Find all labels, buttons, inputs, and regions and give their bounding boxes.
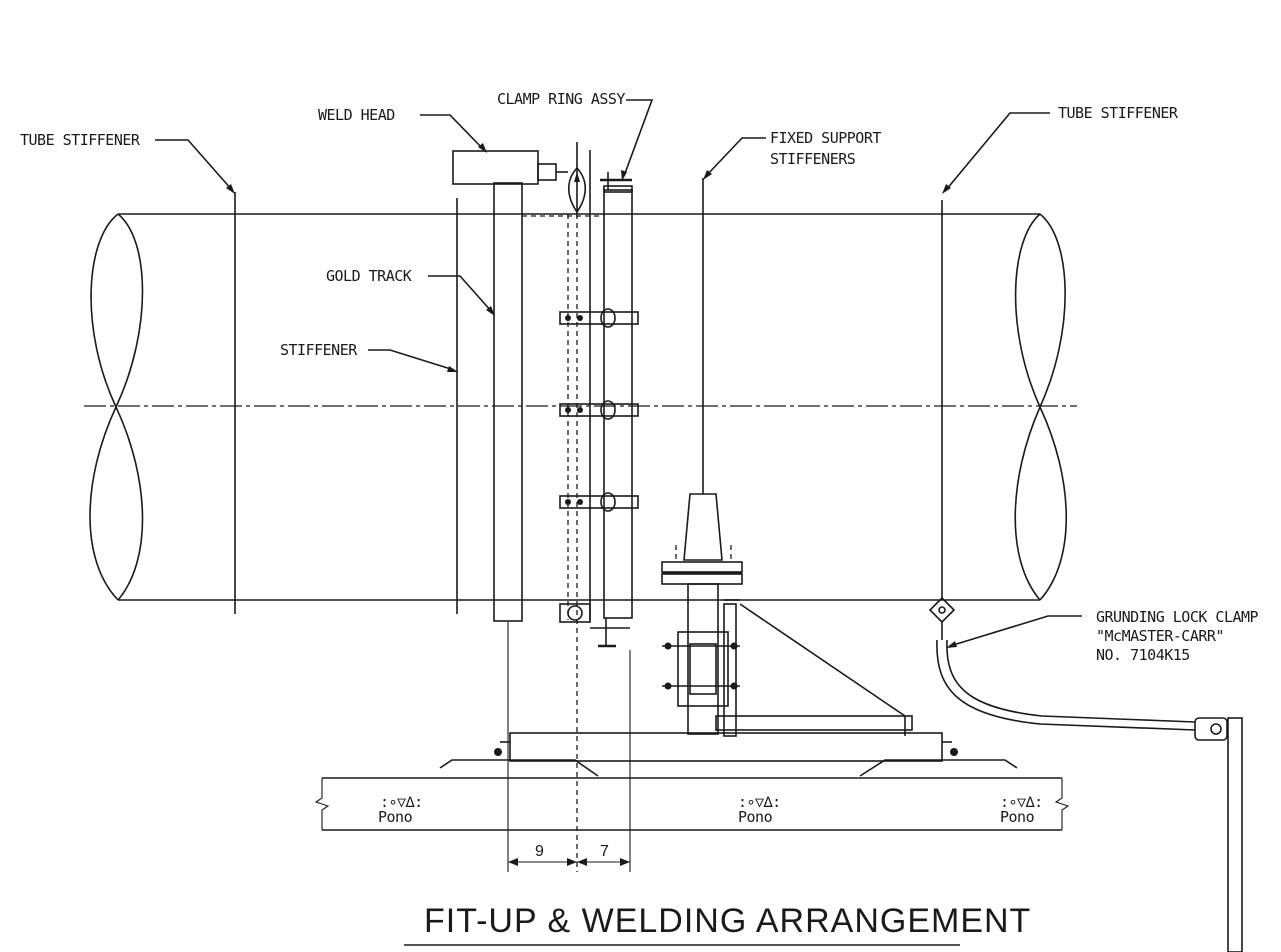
label-mcmaster-carr: "McMASTER-CARR" <box>1096 627 1224 645</box>
dimension-7: 7 <box>600 843 609 860</box>
clamp-bolt-3 <box>559 492 639 512</box>
concrete-mark-2: :∘▽∆: Pono <box>738 793 781 826</box>
gold-track <box>493 182 523 622</box>
grounding-lock-clamp <box>928 596 1243 952</box>
label-fixed-support: FIXED SUPPORT <box>770 129 881 147</box>
base-plate <box>439 732 1018 777</box>
label-clamp-ring-assy: CLAMP RING ASSY <box>497 90 625 108</box>
clamp-bolt-1 <box>559 308 639 328</box>
concrete-slab: :∘▽∆: Pono :∘▽∆: Pono :∘▽∆: Pono <box>314 777 1070 831</box>
svg-text:Pono: Pono <box>1000 808 1035 826</box>
label-stiffener: STIFFENER <box>280 341 358 359</box>
label-fixed-support-stiffeners: STIFFENERS <box>770 150 856 168</box>
svg-text::∘▽∆:: :∘▽∆: <box>1000 793 1043 811</box>
svg-text:Pono: Pono <box>738 808 773 826</box>
clamp-ring-assembly <box>559 150 639 648</box>
fixed-support <box>661 178 913 737</box>
clamp-bolt-2 <box>559 400 639 420</box>
svg-text::∘▽∆:: :∘▽∆: <box>380 793 423 811</box>
dimension-lines: 9 7 <box>507 622 631 872</box>
drawing-title: FIT-UP & WELDING ARRANGEMENT <box>424 902 1031 940</box>
label-tube-stiffener-left: TUBE STIFFENER <box>20 131 141 149</box>
label-gold-track: GOLD TRACK <box>326 267 412 285</box>
label-weld-head: WELD HEAD <box>318 106 395 124</box>
concrete-mark-3: :∘▽∆: Pono <box>1000 793 1043 826</box>
pipe <box>84 213 1077 601</box>
label-tube-stiffener-right: TUBE STIFFENER <box>1058 104 1179 122</box>
dimension-9: 9 <box>535 843 544 860</box>
weld-head <box>452 142 587 214</box>
label-part-number: NO. 7104K15 <box>1096 646 1190 664</box>
label-grounding-lock-clamp: GRUNDING LOCK CLAMP <box>1096 608 1259 626</box>
concrete-mark-1: :∘▽∆: Pono <box>378 793 423 826</box>
leader-lines <box>155 99 1082 648</box>
svg-text::∘▽∆:: :∘▽∆: <box>738 793 781 811</box>
svg-text:Pono: Pono <box>378 808 413 826</box>
